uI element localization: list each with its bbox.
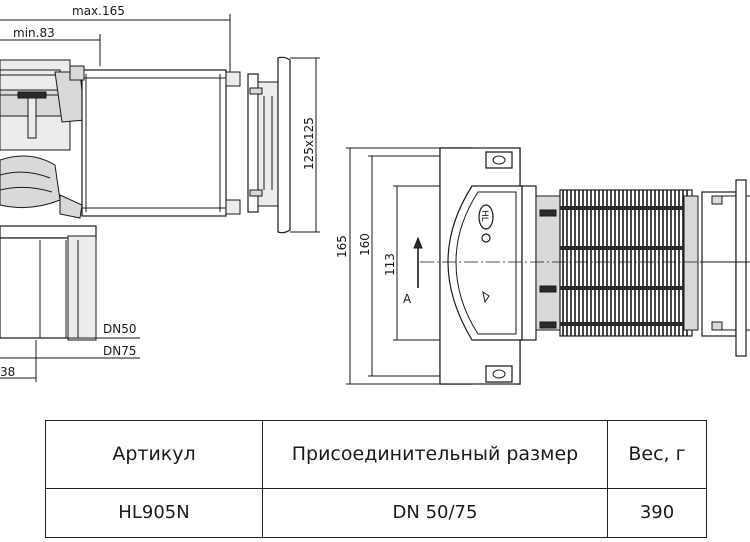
spec-table-header: Артикул Присоединительный размер Вес, г xyxy=(45,420,707,489)
header-article: Артикул xyxy=(45,420,263,489)
cell-connection-size: DN 50/75 xyxy=(262,487,608,539)
spec-table: Артикул Присоединительный размер Вес, г … xyxy=(45,420,707,539)
technical-drawing: max.165 min.83 DN50 xyxy=(0,4,750,385)
cell-article: HL905N xyxy=(45,487,263,539)
dim-height-165: 165 xyxy=(335,235,349,258)
dim-max-length: max.165 xyxy=(72,4,125,18)
corrugated-hose xyxy=(560,190,692,336)
hose-band xyxy=(560,246,692,250)
dim-height-160: 160 xyxy=(358,233,372,256)
hose-band xyxy=(560,322,692,326)
front-view: 165 160 113 A HL xyxy=(335,147,750,385)
view-a-label: A xyxy=(403,292,412,306)
dim-min-length: min.83 xyxy=(13,26,55,40)
dim-offset: 38 xyxy=(0,365,15,379)
hose-band xyxy=(560,286,692,290)
brand-logo: HL xyxy=(479,210,489,222)
flange-side: 125x125 xyxy=(247,56,320,234)
dim-flange-size: 125x125 xyxy=(302,117,316,170)
hose-band xyxy=(560,206,692,210)
dim-dn50: DN50 xyxy=(103,322,137,336)
header-weight: Вес, г xyxy=(607,420,707,489)
cell-weight: 390 xyxy=(607,487,707,539)
header-connection-size: Присоединительный размер xyxy=(262,420,608,489)
dim-dn75: DN75 xyxy=(103,344,137,358)
side-view: max.165 min.83 DN50 xyxy=(0,4,241,382)
dim-height-113: 113 xyxy=(383,253,397,276)
table-row: HL905N DN 50/75 390 xyxy=(45,487,707,539)
